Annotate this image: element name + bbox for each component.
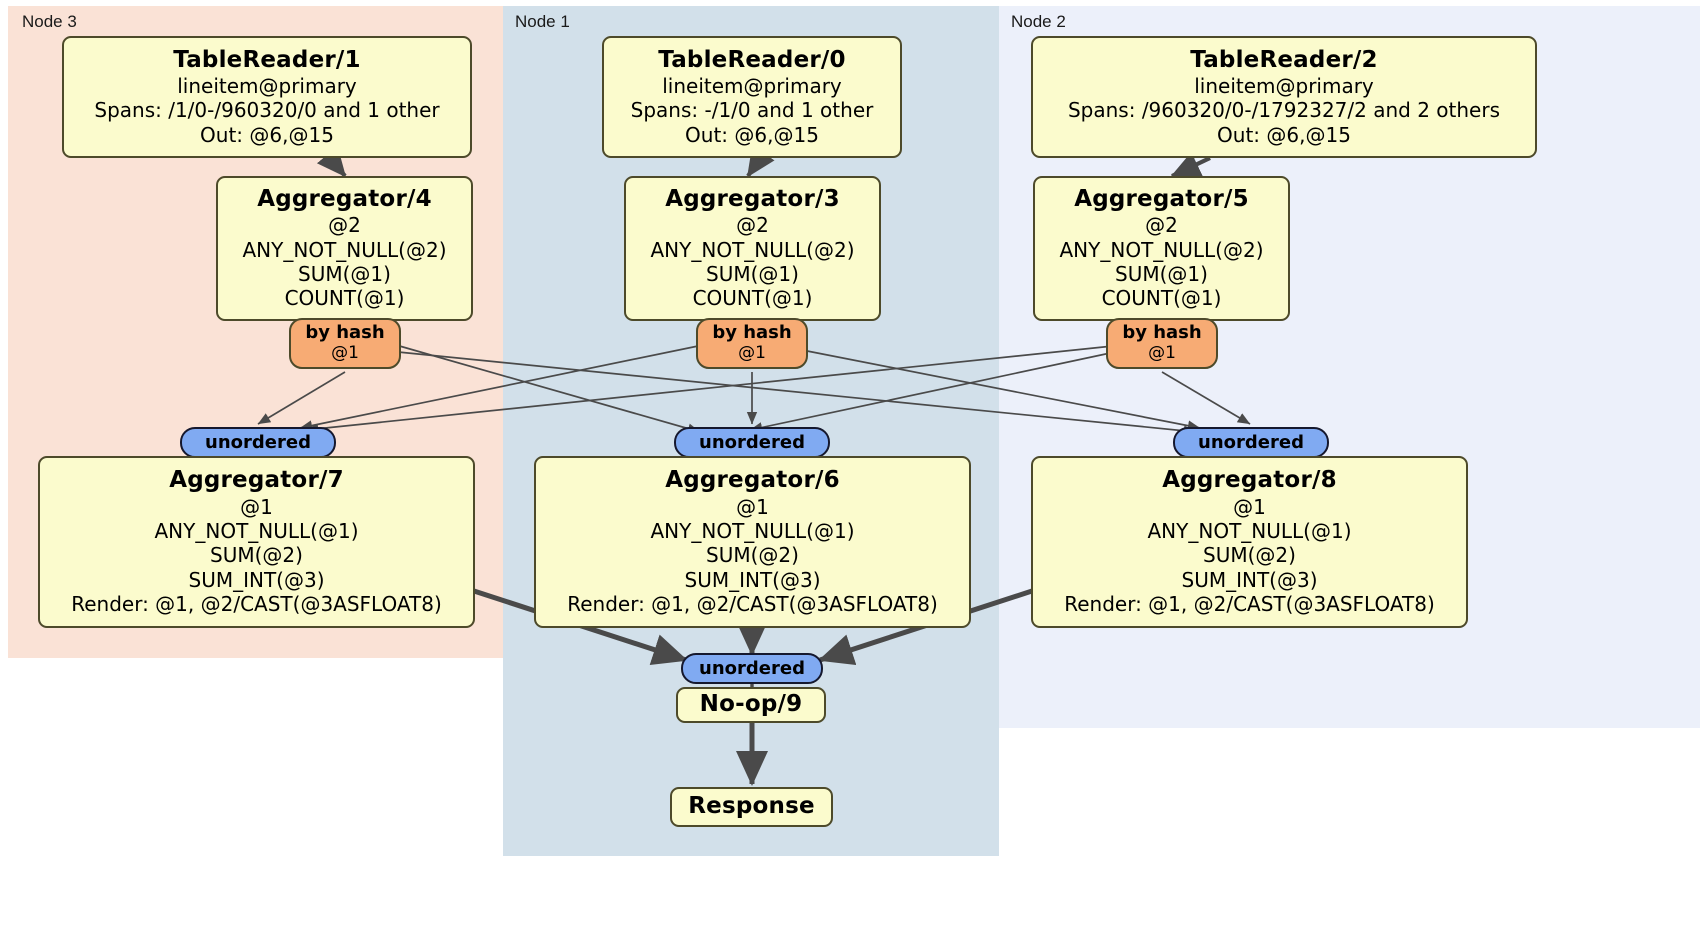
processor-title: Response (688, 793, 815, 820)
processor-no-op-9[interactable]: No-op/9 (676, 687, 826, 723)
processor-detail-line: lineitem@primary (662, 73, 842, 98)
processor-detail-line: ANY_NOT_NULL(@1) (1147, 518, 1352, 543)
processor-detail-line: Render: @1, @2/CAST(@3ASFLOAT8) (71, 592, 442, 617)
processor-aggregator-5[interactable]: Aggregator/5 @2 ANY_NOT_NULL(@2) SUM(@1)… (1033, 176, 1290, 321)
processor-detail-line: Render: @1, @2/CAST(@3ASFLOAT8) (567, 592, 938, 617)
processor-detail-line: SUM_INT(@3) (1181, 567, 1318, 592)
processor-detail-line: Spans: /1/0-/960320/0 and 1 other (94, 98, 440, 123)
synchronizer-title: unordered (699, 431, 805, 453)
processor-detail-line: @1 (240, 494, 273, 519)
processor-title: Aggregator/7 (169, 467, 344, 494)
processor-detail-line: COUNT(@1) (692, 286, 813, 311)
output-router-by-hash-left[interactable]: by hash @1 (289, 318, 401, 369)
processor-detail-line: SUM(@1) (706, 262, 799, 287)
processor-detail-line: COUNT(@1) (1101, 286, 1222, 311)
processor-detail-line: SUM(@2) (706, 543, 799, 568)
processor-aggregator-8[interactable]: Aggregator/8 @1 ANY_NOT_NULL(@1) SUM(@2)… (1031, 456, 1468, 628)
processor-detail-line: ANY_NOT_NULL(@2) (1059, 237, 1264, 262)
processor-detail-line: @2 (328, 213, 361, 238)
processor-detail-line: Out: @6,@15 (1217, 122, 1351, 147)
processor-title: TableReader/2 (1190, 46, 1378, 73)
processor-detail-line: @1 (736, 494, 769, 519)
router-title: by hash (1122, 322, 1202, 344)
processor-detail-line: SUM(@2) (1203, 543, 1296, 568)
processor-aggregator-3[interactable]: Aggregator/3 @2 ANY_NOT_NULL(@2) SUM(@1)… (624, 176, 881, 321)
processor-title: Aggregator/5 (1074, 186, 1249, 213)
processor-detail-line: ANY_NOT_NULL(@2) (650, 237, 855, 262)
processor-detail-line: Render: @1, @2/CAST(@3ASFLOAT8) (1064, 592, 1435, 617)
processor-detail-line: COUNT(@1) (284, 286, 405, 311)
processor-aggregator-4[interactable]: Aggregator/4 @2 ANY_NOT_NULL(@2) SUM(@1)… (216, 176, 473, 321)
processor-aggregator-7[interactable]: Aggregator/7 @1 ANY_NOT_NULL(@1) SUM(@2)… (38, 456, 475, 628)
processor-response[interactable]: Response (670, 787, 833, 827)
router-detail: @1 (331, 343, 359, 364)
router-detail: @1 (1148, 343, 1176, 364)
processor-detail-line: @2 (1145, 213, 1178, 238)
output-router-by-hash-mid[interactable]: by hash @1 (696, 318, 808, 369)
processor-detail-line: @2 (736, 213, 769, 238)
processor-detail-line: @1 (1233, 494, 1266, 519)
input-synchronizer-unordered-right[interactable]: unordered (1173, 427, 1329, 458)
processor-detail-line: Spans: /960320/0-/1792327/2 and 2 others (1067, 98, 1500, 123)
processor-title: TableReader/0 (658, 46, 846, 73)
processor-detail-line: lineitem@primary (177, 73, 357, 98)
processor-detail-line: Out: @6,@15 (685, 122, 819, 147)
router-title: by hash (305, 322, 385, 344)
synchronizer-title: unordered (205, 431, 311, 453)
processor-detail-line: SUM(@1) (298, 262, 391, 287)
processor-title: Aggregator/3 (665, 186, 840, 213)
processor-title: Aggregator/4 (257, 186, 432, 213)
node-panel-label-node2: Node 2 (1011, 12, 1066, 31)
synchronizer-title: unordered (699, 657, 805, 679)
processor-detail-line: ANY_NOT_NULL(@1) (154, 518, 359, 543)
processor-title: No-op/9 (699, 691, 803, 718)
input-synchronizer-unordered-left[interactable]: unordered (180, 427, 336, 458)
processor-detail-line: Out: @6,@15 (200, 122, 334, 147)
processor-detail-line: SUM_INT(@3) (684, 567, 821, 592)
processor-detail-line: SUM(@2) (210, 543, 303, 568)
processor-detail-line: ANY_NOT_NULL(@2) (242, 237, 447, 262)
processor-aggregator-6[interactable]: Aggregator/6 @1 ANY_NOT_NULL(@1) SUM(@2)… (534, 456, 971, 628)
processor-title: Aggregator/6 (665, 467, 840, 494)
input-synchronizer-unordered-final[interactable]: unordered (681, 653, 823, 684)
output-router-by-hash-right[interactable]: by hash @1 (1106, 318, 1218, 369)
processor-tablereader-1[interactable]: TableReader/1 lineitem@primary Spans: /1… (62, 36, 472, 158)
router-detail: @1 (738, 343, 766, 364)
processor-detail-line: Spans: -/1/0 and 1 other (630, 98, 874, 123)
processor-detail-line: SUM_INT(@3) (188, 567, 325, 592)
input-synchronizer-unordered-mid[interactable]: unordered (674, 427, 830, 458)
node-panel-label-node3: Node 3 (22, 12, 77, 31)
router-title: by hash (712, 322, 792, 344)
processor-title: Aggregator/8 (1162, 467, 1337, 494)
processor-title: TableReader/1 (173, 46, 361, 73)
processor-detail-line: ANY_NOT_NULL(@1) (650, 518, 855, 543)
processor-detail-line: lineitem@primary (1194, 73, 1374, 98)
processor-detail-line: SUM(@1) (1115, 262, 1208, 287)
processor-tablereader-2[interactable]: TableReader/2 lineitem@primary Spans: /9… (1031, 36, 1537, 158)
synchronizer-title: unordered (1198, 431, 1304, 453)
processor-tablereader-0[interactable]: TableReader/0 lineitem@primary Spans: -/… (602, 36, 902, 158)
node-panel-label-node1: Node 1 (515, 12, 570, 31)
